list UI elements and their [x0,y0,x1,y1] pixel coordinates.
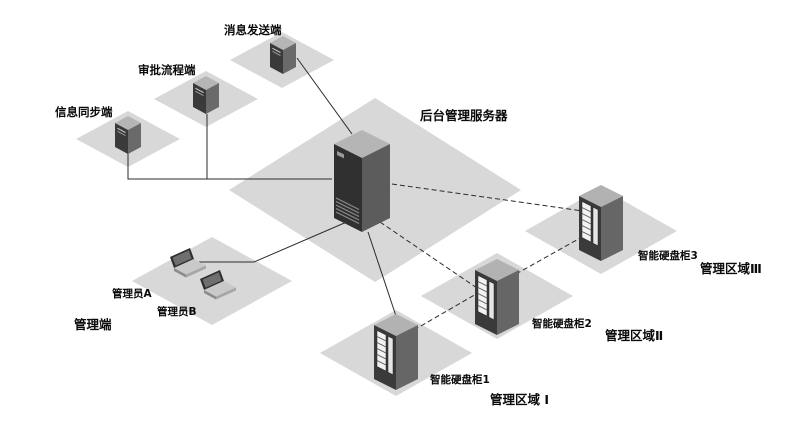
label-info-sync: 信息同步端 [55,105,113,119]
label-zone1: 管理区域 Ⅰ [490,392,550,407]
edge-server-cabinet1 [367,231,397,317]
label-zone3: 管理区域Ⅲ [700,261,762,276]
edge-info-sync-server [127,152,332,180]
label-cabinet2: 智能硬盘柜2 [532,318,592,330]
label-admin-a: 管理员A [112,288,152,300]
label-management-zone: 管理端 [74,317,112,332]
edge-cabinet2-cabinet3 [515,236,583,275]
edge-server-cabinet3 [391,183,591,213]
edge-message-sender-server [296,57,353,135]
label-backend-server: 后台管理服务器 [420,108,508,123]
edge-server-cabinet2 [379,221,478,289]
admin-b-laptop-icon [196,268,240,302]
backend-server-device-icon [331,128,393,234]
approval-flow-device-icon [191,74,221,116]
edge-cabinet1-cabinet2 [413,292,479,331]
label-approval-flow: 审批流程端 [138,63,196,77]
label-admin-b: 管理员B [157,306,197,318]
message-sender-device-icon [268,34,298,76]
cabinet1-device-icon [372,312,420,392]
admin-a-laptop-icon [166,246,210,280]
label-message-sender: 消息发送端 [224,23,282,37]
label-cabinet1: 智能硬盘柜1 [430,374,490,386]
label-zone2: 管理区域Ⅱ [605,328,664,343]
edge-admins-server [198,220,350,263]
cabinet3-device-icon [577,183,625,263]
cabinet2-device-icon [473,257,521,337]
info-sync-device-icon [113,114,143,156]
label-cabinet3: 智能硬盘柜3 [638,250,698,262]
